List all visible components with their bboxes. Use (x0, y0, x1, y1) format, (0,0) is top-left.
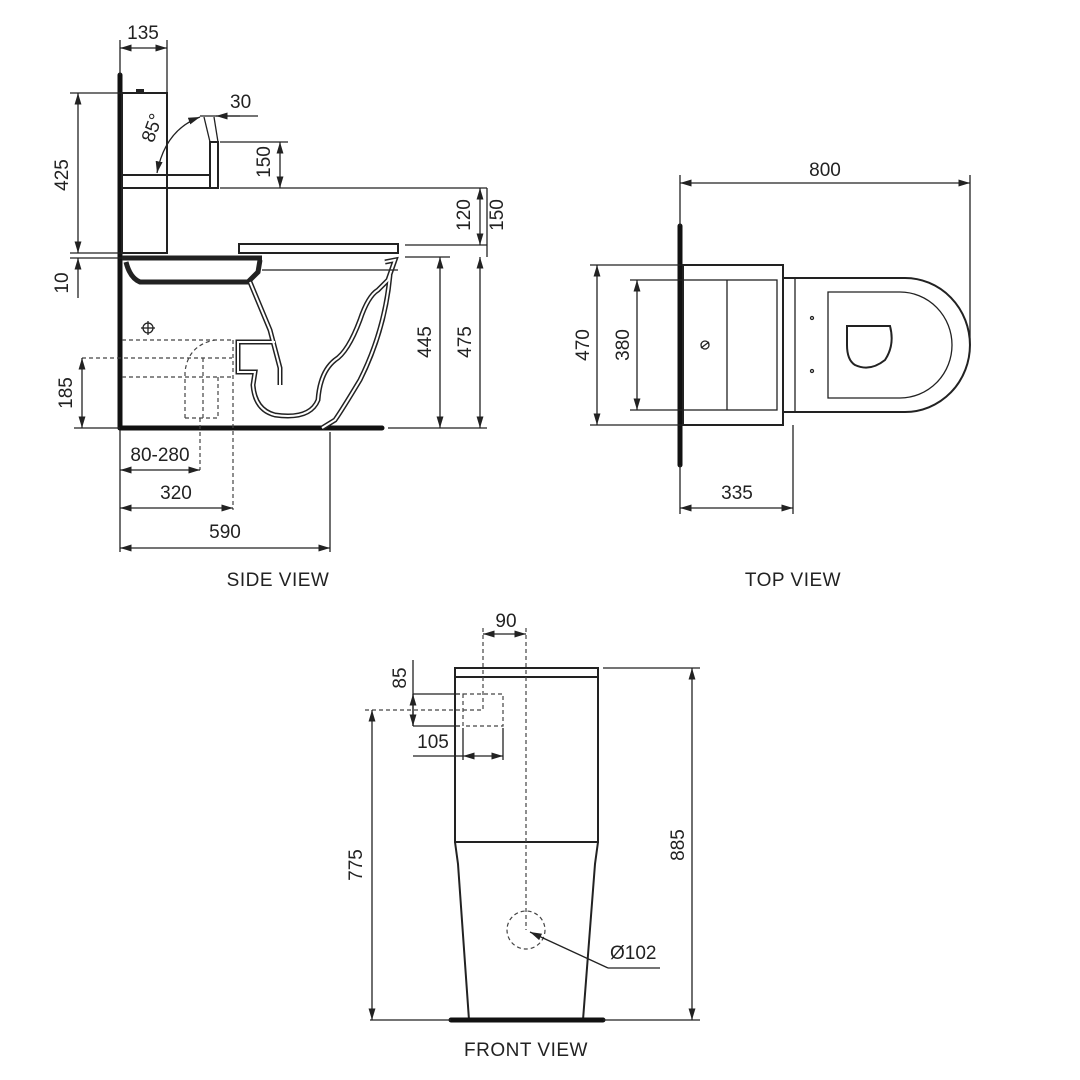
dim-label: 775 (346, 849, 367, 881)
dim-label: 80-280 (130, 445, 189, 466)
dim-top-tank-depth: 335 (679, 425, 794, 514)
waste-pipe-hidden (82, 339, 234, 510)
dim-label: 425 (52, 159, 73, 191)
dim-inlet-height-front: 775 (346, 710, 376, 1020)
dim-outlet-center: 320 (119, 483, 233, 512)
dim-rim-to-button: 150 (486, 188, 508, 257)
dim-overall-depth: 590 (119, 432, 331, 552)
dim-label: 185 (56, 377, 77, 409)
cistern (121, 89, 211, 254)
dim-label: 380 (613, 329, 634, 361)
bowl-top (783, 277, 971, 413)
dim-label: 85 (390, 667, 411, 688)
dim-top-width: 470 (573, 264, 683, 426)
dim-label: 105 (417, 732, 449, 753)
dim-label: 475 (455, 326, 476, 358)
dim-tank-height: 425 (52, 92, 122, 254)
dim-seat-to-button: 120 (454, 188, 484, 245)
dim-label: 335 (721, 483, 753, 504)
dim-overall-height: 885 (603, 667, 700, 1020)
dim-inlet-box-height: 85 (390, 660, 460, 727)
dim-inlet-box-width: 105 (413, 728, 504, 760)
side-view: 135 425 10 30 85° 150 (52, 23, 508, 591)
inlet-hidden (365, 628, 504, 727)
front-view: 90 85 105 775 885 Ø102 (346, 611, 700, 1061)
dim-seat-height: 475 (455, 257, 484, 428)
pan-front (454, 841, 599, 1021)
flush-button (203, 116, 219, 189)
dim-button-height: 150 (220, 141, 288, 188)
top-view: 800 470 380 335 TOP VIEW (573, 160, 971, 591)
dim-inlet-height: 185 (56, 358, 120, 429)
dim-label: 10 (52, 272, 73, 293)
dim-label: 590 (209, 522, 241, 543)
dim-label: 150 (487, 199, 508, 231)
dim-label: 885 (668, 829, 689, 861)
dim-label: 120 (454, 199, 475, 231)
top-view-title: TOP VIEW (745, 570, 841, 591)
front-view-title: FRONT VIEW (464, 1040, 588, 1061)
seat-lid (238, 243, 399, 254)
dim-rim-height: 445 (415, 257, 444, 428)
dim-gap: 10 (52, 257, 122, 298)
dim-label: 90 (495, 611, 516, 632)
dim-setout: 80-280 (119, 430, 200, 552)
dim-label: 445 (415, 326, 436, 358)
dim-label: 135 (127, 23, 159, 44)
dim-top-tank-width: 380 (613, 279, 683, 411)
side-view-title: SIDE VIEW (227, 570, 330, 591)
pan-section (122, 255, 399, 431)
dim-button-offset: 30 (200, 92, 258, 120)
dim-label: 30 (230, 92, 251, 113)
dim-label: 470 (573, 329, 594, 361)
inlet-symbol-icon (141, 321, 155, 335)
dim-label: 320 (160, 483, 192, 504)
dim-label: 800 (809, 160, 841, 181)
dim-inlet-offset: 90 (483, 611, 526, 638)
outlet-circle (506, 910, 546, 950)
dim-angle: 85° (138, 111, 201, 174)
dim-outlet-diameter: Ø102 (529, 931, 660, 969)
cistern-top (682, 264, 784, 426)
dim-label: 150 (254, 146, 275, 178)
dim-label: 85° (138, 111, 168, 145)
dim-top-overall-depth: 800 (679, 160, 971, 345)
dim-tank-depth: 135 (119, 23, 168, 93)
dim-label: Ø102 (610, 943, 656, 964)
